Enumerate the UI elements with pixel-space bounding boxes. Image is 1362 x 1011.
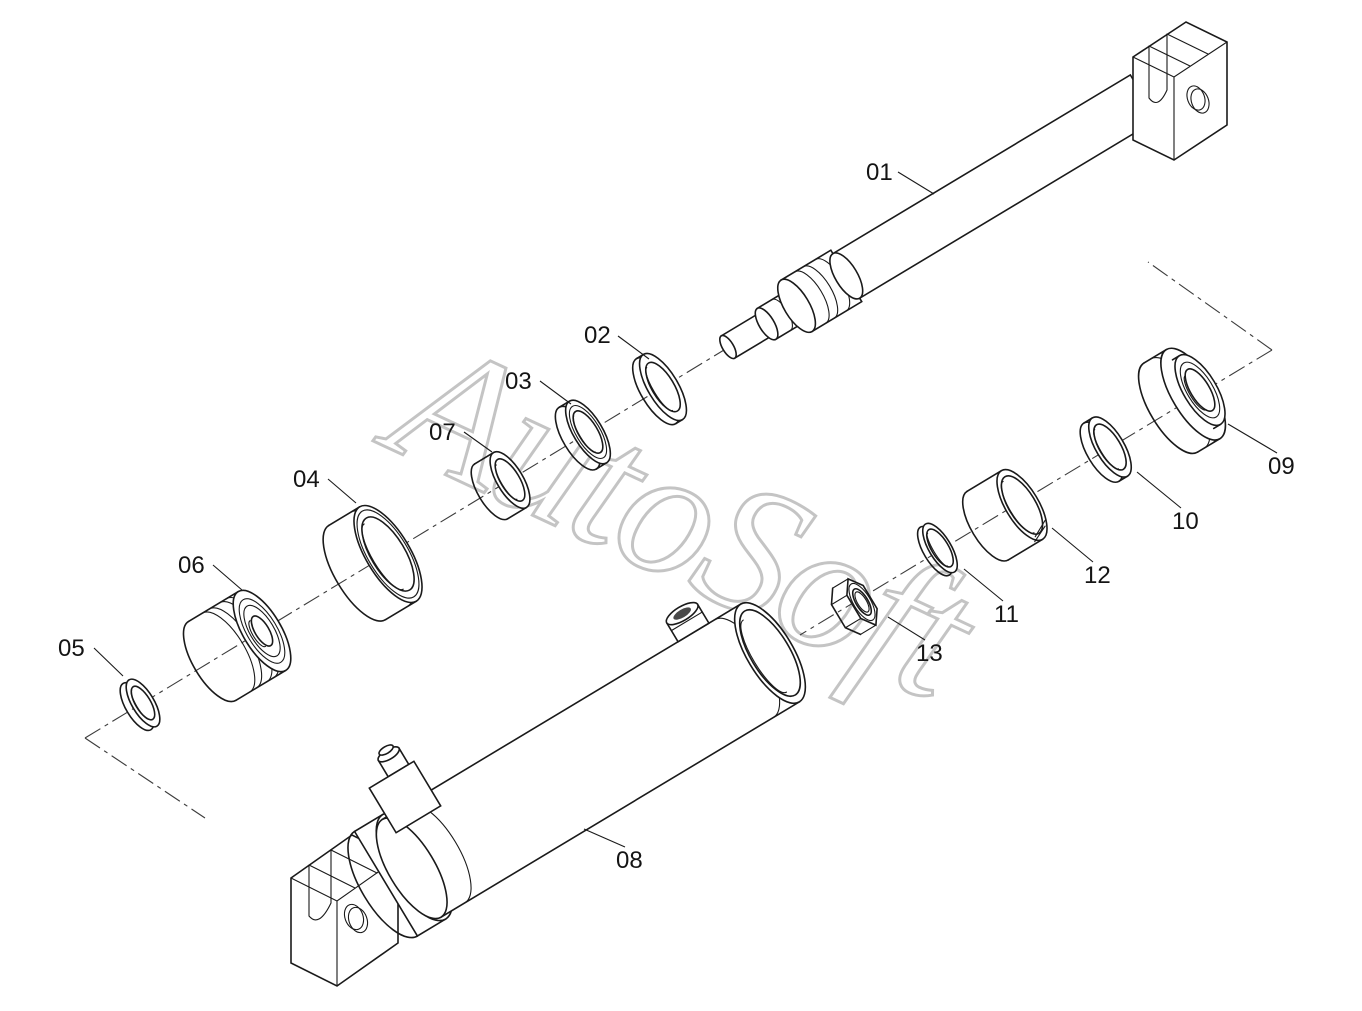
centerline-lower-left-jog [84,737,206,819]
part-label-06: 06 [178,552,243,591]
svg-text:08: 08 [616,847,643,874]
part-label-03: 03 [505,368,572,405]
svg-text:13: 13 [916,640,943,667]
part-07-bushing [470,450,531,521]
clevis-slot-front-profile [1148,33,1168,104]
svg-text:07: 07 [429,419,456,446]
part-08-cylinder-barrel [290,601,807,987]
barrel-port-fitting-rear [368,744,442,834]
svg-text:04: 04 [293,466,320,493]
part-label-08: 08 [583,828,643,874]
barrel-port-fitting-front [665,601,711,643]
svg-text:11: 11 [994,601,1019,628]
part-label-13: 13 [887,616,943,667]
leader-line-07 [463,431,493,453]
part-01-piston-rod [719,21,1228,360]
clevis-slot-top-edges [308,849,378,889]
part-09-cylinder-head [1137,347,1227,455]
bushing-split-notch [1034,519,1046,543]
port-flange-plate [368,760,442,834]
part-label-07: 07 [429,419,493,453]
part-03-rod-seal [554,399,612,471]
leader-line-08 [583,828,626,848]
leader-line-05 [93,647,124,677]
part-label-02: 02 [584,322,650,360]
svg-text:12: 12 [1084,562,1111,589]
part-04-gland [322,504,423,622]
port-hole [673,607,691,620]
leader-line-12 [1051,527,1094,563]
part-label-05: 05 [58,635,124,677]
leader-line-03 [539,380,572,405]
leader-line-02 [617,335,650,360]
svg-text:02: 02 [584,322,611,349]
part-label-04: 04 [293,466,357,504]
svg-text:10: 10 [1172,508,1199,535]
clevis-pin-hole [1190,88,1210,114]
part-12-split-bushing [961,468,1048,562]
clevis-pin-hole [347,906,369,934]
svg-text:03: 03 [505,368,532,395]
barrel-tube [347,601,807,939]
leader-line-13 [887,616,926,641]
rod-tip-end [719,334,737,360]
part-13-nut [830,577,878,636]
svg-text:01: 01 [866,159,893,186]
clevis-slot-top-edges [1148,33,1209,67]
centerline-upper-axis [84,349,725,739]
part-11-o-ring [916,522,959,577]
leader-line-06 [212,564,243,591]
barrel-clevis-mount [290,834,399,987]
leader-line-01 [897,171,935,195]
centerline-top-right-jog [1147,261,1273,351]
part-labels: 01 02 03 07 04 06 05 08 [58,159,1295,874]
part-05-o-ring [119,678,161,732]
svg-text:09: 09 [1268,453,1295,480]
part-label-09: 09 [1227,423,1295,480]
svg-text:05: 05 [58,635,85,662]
centerline-barrel-axis [799,349,1273,636]
part-label-01: 01 [866,159,935,195]
leader-line-11 [963,568,1004,602]
rod-clevis-end [1132,21,1228,161]
svg-text:06: 06 [178,552,205,579]
centerlines [84,261,1273,819]
part-06-piston [182,589,292,703]
leader-line-09 [1227,423,1278,454]
part-label-12: 12 [1051,527,1111,589]
leader-line-04 [327,478,357,504]
part-label-10: 10 [1136,471,1199,535]
leader-line-10 [1136,471,1182,509]
clevis-slot-front-profile [308,849,332,921]
part-10-seal-ring [1079,416,1133,483]
part-label-11: 11 [963,568,1019,628]
